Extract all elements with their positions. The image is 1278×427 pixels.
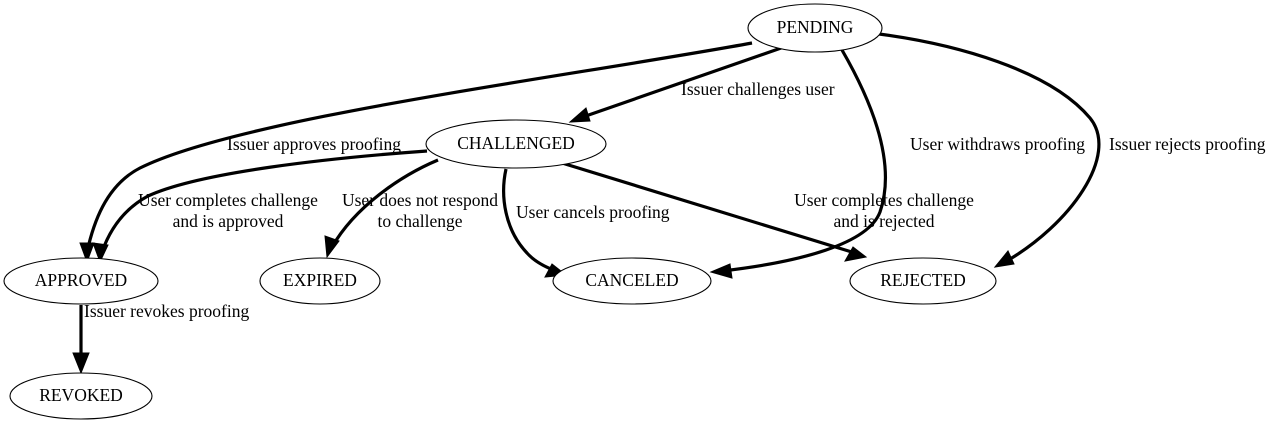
edge-challenged-canceled[interactable]: User cancels proofing <box>502 168 670 278</box>
node-expired-label: EXPIRED <box>283 270 357 290</box>
edge-label-challenged-approved-line1: User completes challenge <box>138 190 318 210</box>
node-canceled-label: CANCELED <box>585 270 678 290</box>
edge-label-pending-rejected: Issuer rejects proofing <box>1109 134 1266 154</box>
node-expired[interactable]: EXPIRED <box>259 257 381 305</box>
node-revoked-ellipse <box>9 372 153 420</box>
edge-approved-revoked[interactable]: Issuer revokes proofing <box>72 301 249 375</box>
edge-label-pending-canceled: User withdraws proofing <box>910 134 1085 154</box>
node-challenged-label: CHALLENGED <box>457 133 575 153</box>
node-pending-ellipse <box>747 3 883 53</box>
edge-label-challenged-expired-line2: to challenge <box>377 211 462 231</box>
node-pending-label: PENDING <box>777 17 854 37</box>
edge-challenged-rejected-arrowhead <box>844 246 868 262</box>
edge-label-challenged-rejected-line1: User completes challenge <box>794 190 974 210</box>
edge-pending-rejected-arrowhead <box>993 250 1015 268</box>
edge-pending-canceled[interactable]: User withdraws proofing <box>709 49 1085 279</box>
node-approved[interactable]: APPROVED <box>3 257 159 305</box>
edge-challenged-approved[interactable]: User completes challenge and is approved <box>92 149 428 264</box>
edge-challenged-expired-arrowhead <box>324 235 340 259</box>
node-pending[interactable]: PENDING <box>747 3 883 53</box>
node-challenged[interactable]: CHALLENGED <box>425 119 607 169</box>
node-rejected-label: REJECTED <box>880 270 966 290</box>
edge-pending-rejected-path <box>878 32 1101 264</box>
edge-label-challenged-expired-line1: User does not respond <box>342 190 498 210</box>
edge-label-challenged-canceled: User cancels proofing <box>516 202 670 222</box>
node-revoked-label: REVOKED <box>39 385 123 405</box>
edge-challenged-expired[interactable]: User does not respond to challenge <box>324 158 498 259</box>
edge-pending-canceled-path <box>721 49 888 273</box>
edge-pending-challenged-path <box>579 45 785 120</box>
edge-challenged-rejected[interactable]: User completes challenge and is rejected <box>561 161 974 262</box>
node-rejected[interactable]: REJECTED <box>849 257 997 305</box>
edge-approved-revoked-arrowhead <box>72 352 90 375</box>
edge-label-challenged-rejected-line2: and is rejected <box>833 211 934 231</box>
edge-label-approved-revoked: Issuer revokes proofing <box>84 301 249 321</box>
edge-challenged-expired-path <box>330 158 439 248</box>
node-approved-label: APPROVED <box>35 270 127 290</box>
edge-challenged-approved-arrowhead <box>92 242 109 264</box>
node-challenged-ellipse <box>425 119 607 169</box>
edge-pending-challenged[interactable]: Issuer challenges user <box>568 45 835 123</box>
edge-pending-approved[interactable]: Issuer approves proofing <box>79 41 753 264</box>
edge-pending-approved-path <box>85 41 753 253</box>
edge-pending-challenged-arrowhead <box>568 107 591 123</box>
node-expired-ellipse <box>259 257 381 305</box>
edge-pending-approved-arrowhead <box>79 242 95 264</box>
edge-label-pending-approved: Issuer approves proofing <box>227 134 401 154</box>
node-approved-ellipse <box>3 257 159 305</box>
edge-pending-canceled-arrowhead <box>709 263 733 279</box>
edge-pending-rejected[interactable]: Issuer rejects proofing <box>878 32 1266 268</box>
node-canceled[interactable]: CANCELED <box>552 257 712 305</box>
edge-label-pending-challenged: Issuer challenges user <box>681 79 835 99</box>
node-revoked[interactable]: REVOKED <box>9 372 153 420</box>
edge-challenged-canceled-path <box>502 168 557 273</box>
edge-challenged-rejected-path <box>561 161 856 255</box>
edge-challenged-approved-path <box>100 149 428 253</box>
node-rejected-ellipse <box>849 257 997 305</box>
node-canceled-ellipse <box>552 257 712 305</box>
edge-label-challenged-approved-line2: and is approved <box>173 211 284 231</box>
